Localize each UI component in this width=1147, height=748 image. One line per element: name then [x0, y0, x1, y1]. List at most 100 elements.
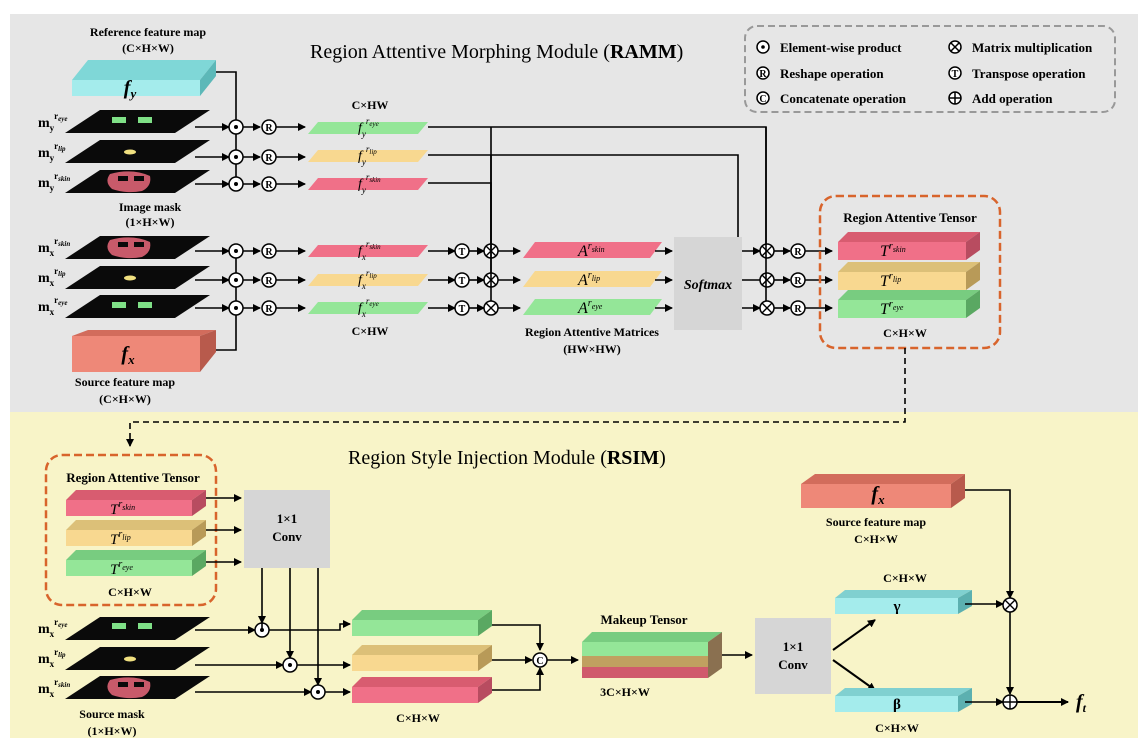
region-matrices-dims: (HW×HW)	[563, 342, 621, 356]
legend-elementwise: Element-wise product	[756, 40, 902, 55]
reshape-right-skin: R	[790, 243, 806, 259]
svg-text:fy: fy	[124, 77, 137, 101]
rsim-tensor-skin: Trskin	[66, 490, 206, 518]
svg-text:mxreye: mxreye	[38, 295, 68, 317]
svg-text:mxrskin: mxrskin	[38, 677, 70, 699]
svg-text:Trlip: Trlip	[880, 271, 901, 290]
ew-ref-lip	[228, 149, 244, 165]
svg-text:Reshape operation: Reshape operation	[780, 66, 884, 81]
ew-src-skin	[228, 243, 244, 259]
rsim-tensor-dims: C×H×W	[108, 585, 152, 599]
rsim-tensor-eye: Treye	[66, 550, 206, 578]
svg-text:fyrskin: fyrskin	[358, 172, 381, 195]
reshape-right-eye: R	[790, 300, 806, 316]
conv-box-right: 1×1 Conv	[755, 618, 831, 694]
svg-text:Arskin: Arskin	[577, 241, 605, 260]
ew-ref-eye	[228, 119, 244, 135]
fy-slab: fy	[72, 60, 216, 101]
module-connector	[126, 348, 906, 447]
matmul-right-lip	[759, 272, 775, 288]
fx-lip-strip: fxrlip	[308, 268, 428, 291]
reshape-src-lip: R	[261, 272, 277, 288]
ew-src-lip	[228, 272, 244, 288]
reference-feature-dims: (C×H×W)	[122, 41, 174, 55]
my-eye-label: myreye	[38, 111, 68, 133]
svg-text:myrlip: myrlip	[38, 141, 66, 163]
rsim-source-feature-dims: C×H×W	[854, 532, 898, 546]
transpose-skin: T	[454, 243, 470, 259]
mid-slab-eye	[352, 610, 492, 636]
svg-text:R: R	[794, 276, 802, 287]
reshape-ref-skin: R	[261, 176, 277, 192]
matmul-eye	[483, 300, 499, 316]
ramm-tensor-lip: Trlip	[838, 262, 980, 290]
makeup-tensor-label: Makeup Tensor	[600, 612, 687, 627]
matmul-right-skin	[759, 243, 775, 259]
fy-skin-strip: fyrskin	[308, 172, 428, 195]
source-mask-lip-ramm	[65, 266, 210, 289]
svg-text:T: T	[459, 304, 466, 315]
image-mask-dims: (1×H×W)	[125, 215, 174, 229]
fx-eye-strip: fxreye	[308, 296, 428, 319]
svg-text:R: R	[265, 304, 273, 315]
mx-skin-label-ramm: mxrskin	[38, 236, 70, 258]
svg-text:fyrlip: fyrlip	[358, 144, 377, 167]
svg-text:R: R	[794, 304, 802, 315]
legend-transpose: T Transpose operation	[948, 66, 1086, 81]
gamma-slab: γ	[835, 590, 972, 615]
a-eye-strip: Areye	[523, 298, 662, 317]
reference-mask-lip	[65, 140, 210, 163]
svg-text:R: R	[265, 123, 273, 134]
region-matrices-label: Region Attentive Matrices	[525, 325, 659, 339]
source-mask-eye-ramm	[65, 295, 210, 318]
a-lip-strip: Arlip	[523, 270, 662, 289]
reference-mask-skin	[65, 170, 210, 193]
ramm-title: Region Attentive Morphing Module (RAMM)	[310, 41, 683, 63]
svg-text:Transpose operation: Transpose operation	[972, 66, 1086, 81]
svg-text:Add operation: Add operation	[972, 91, 1053, 106]
source-mask-label: Source mask	[79, 707, 145, 721]
add-final	[1002, 694, 1018, 710]
fy-lip-strip: fyrlip	[308, 144, 428, 167]
rsim-tensor-title: Region Attentive Tensor	[66, 470, 200, 485]
transpose-lip: T	[454, 272, 470, 288]
image-mask-label: Image mask	[119, 200, 182, 214]
ew-rsim-lip	[282, 657, 298, 673]
svg-text:fx: fx	[121, 343, 135, 367]
svg-text:mxrskin: mxrskin	[38, 236, 70, 258]
svg-text:T: T	[459, 247, 466, 258]
chw-top-label: C×HW	[352, 98, 389, 112]
ramm-tensor-title: Region Attentive Tensor	[843, 210, 977, 225]
fy-eye-strip: fyreye	[308, 116, 428, 139]
svg-text:Arlip: Arlip	[577, 270, 600, 289]
svg-text:C: C	[759, 94, 766, 105]
mid-slab-lip	[352, 645, 492, 671]
chw-bottom-label: C×HW	[352, 324, 389, 338]
svg-text:fxrlip: fxrlip	[358, 268, 377, 291]
svg-text:myrskin: myrskin	[38, 171, 70, 193]
ew-src-eye	[228, 300, 244, 316]
reshape-src-skin: R	[261, 243, 277, 259]
svg-text:β: β	[893, 697, 901, 713]
svg-text:fxrskin: fxrskin	[358, 239, 381, 262]
concat-node: C	[532, 652, 548, 668]
reshape-right-lip: R	[790, 272, 806, 288]
svg-text:mxrlip: mxrlip	[38, 266, 66, 288]
my-skin-label: myrskin	[38, 171, 70, 193]
source-feature-dims-ramm: (C×H×W)	[99, 392, 151, 406]
svg-text:R: R	[265, 180, 273, 191]
rsim-source-feature-label: Source feature map	[826, 515, 927, 529]
legend-reshape: R Reshape operation	[756, 66, 884, 81]
source-mask-lip-rsim	[65, 647, 210, 670]
makeup-tensor-dims: 3C×H×W	[600, 685, 650, 699]
svg-text:C: C	[536, 656, 543, 667]
source-mask-skin-ramm	[65, 236, 210, 259]
ew-rsim-skin	[310, 684, 326, 700]
reshape-src-eye: R	[261, 300, 277, 316]
svg-text:Areye: Areye	[577, 298, 603, 317]
svg-text:1×1: 1×1	[783, 639, 803, 654]
a-skin-strip: Arskin	[523, 241, 662, 260]
mid-dims-label: C×H×W	[396, 711, 440, 725]
mx-lip-label-rsim: mxrlip	[38, 647, 66, 669]
svg-text:mxreye: mxreye	[38, 617, 68, 639]
